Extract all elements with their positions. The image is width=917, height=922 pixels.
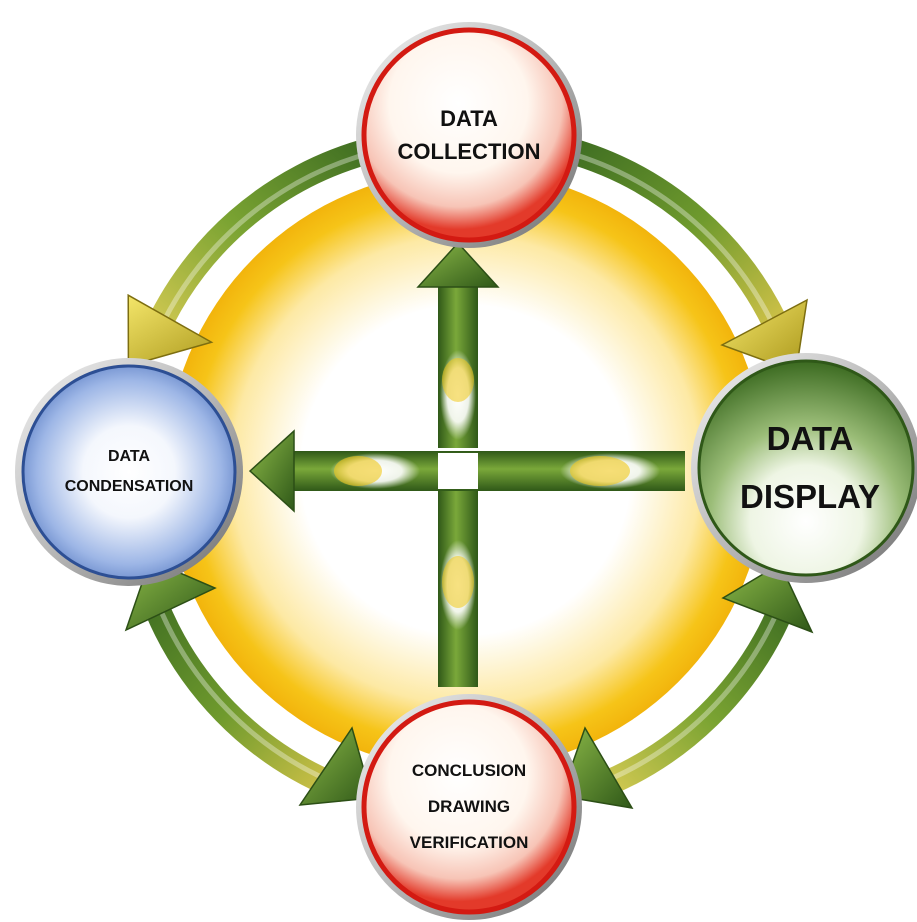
arc-collection-to-display (564, 137, 794, 344)
conclusion-drawing-verification-node: CONCLUSION DRAWING VERIFICATION (356, 694, 582, 920)
data-display-label-line-1: DATA (766, 420, 854, 457)
arrowhead-into-display (720, 298, 808, 374)
arrowhead-into-condensation (127, 293, 214, 367)
arrow-display-to-condensation (248, 429, 685, 513)
data-collection-node: DATA COLLECTION (356, 22, 582, 248)
conclusion-label-line-2: DRAWING (427, 797, 511, 816)
arc-collection-to-condensation (137, 137, 376, 350)
cycle-arcs (137, 137, 798, 803)
conclusion-label-line-1: CONCLUSION (411, 761, 527, 780)
arrowhead-into-conclusion-left (298, 726, 373, 806)
conclusion-label: CONCLUSION DRAWING VERIFICATION (356, 694, 582, 920)
data-condensation-node: DATA CONDENSATION (14, 358, 244, 586)
data-collection-label-line-1: DATA (440, 106, 498, 131)
arc-condensation-to-conclusion (137, 585, 350, 803)
data-display-label-line-2: DISPLAY (740, 478, 880, 515)
data-condensation-label-line-1: DATA (107, 448, 151, 465)
data-display-label: DATA DISPLAY (695, 352, 917, 584)
data-display-node: DATA DISPLAY (695, 352, 917, 584)
data-collection-label: DATA COLLECTION (356, 22, 582, 248)
arc-arrowheads (124, 293, 814, 810)
arc-display-to-conclusion (585, 595, 798, 803)
data-collection-label-line-2: COLLECTION (397, 139, 541, 164)
arrowhead-from-conclusion-to-display (721, 562, 814, 634)
data-condensation-label: DATA CONDENSATION (14, 358, 244, 586)
node-shapes (15, 22, 917, 920)
data-condensation-label-line-2: CONDENSATION (64, 478, 194, 495)
conclusion-label-line-3: VERIFICATION (409, 833, 529, 852)
